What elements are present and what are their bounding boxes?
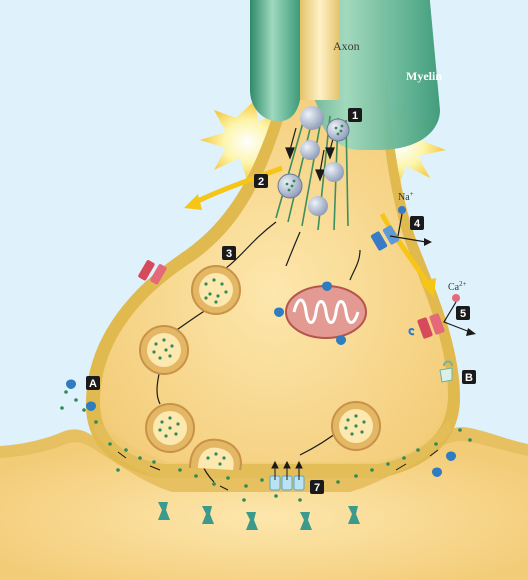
enzyme-icon (432, 467, 442, 477)
postsynaptic-receptor-icon (300, 512, 312, 530)
transport-vesicles (277, 106, 350, 216)
calcium-label: Ca2+ (448, 280, 467, 293)
myelin-label: Myelin (406, 69, 442, 83)
transport-vesicle (300, 140, 320, 160)
postsynaptic-receptor-icon (348, 506, 360, 524)
enzyme-icon (86, 401, 96, 411)
enzyme-icon (66, 379, 76, 389)
svg-text:A: A (89, 378, 97, 390)
synaptic-vesicle (191, 265, 241, 315)
postsynaptic-receptors (158, 502, 360, 530)
sodium-label: Na+ (398, 190, 414, 203)
transport-vesicle (277, 173, 303, 199)
synaptic-cleft (94, 420, 452, 478)
postsynaptic-receptor-icon (202, 506, 214, 524)
transport-vesicle (300, 106, 324, 130)
transport-vesicle (308, 196, 328, 216)
axon-label: Axon (333, 39, 360, 53)
step-marker-3: 3 (222, 246, 236, 260)
calcium-arrow (443, 301, 471, 333)
step-marker-4: 4 (410, 216, 424, 230)
svg-text:1: 1 (352, 110, 358, 122)
sodium-channel-icon (370, 225, 400, 251)
postsynaptic-receptor-icon (158, 502, 170, 520)
ion-channel-icon (138, 260, 167, 285)
step-marker-7: 7 (310, 480, 324, 494)
enzyme-icon (274, 281, 346, 345)
svg-text:4: 4 (414, 218, 421, 230)
mitochondrion (285, 285, 367, 339)
calcium-ion (452, 294, 460, 302)
step-marker-1: 1 (348, 108, 362, 122)
enzyme-icon (446, 451, 456, 461)
step-marker-2: 2 (254, 174, 268, 188)
vesicle-recycling-path (156, 221, 361, 483)
diffusion-arrows (117, 449, 439, 491)
svg-text:B: B (465, 372, 473, 384)
myelin-sheath-left (250, 0, 300, 122)
svg-text:3: 3 (226, 248, 232, 260)
marker-A: A (86, 376, 100, 390)
marker-B: B (462, 370, 476, 384)
autoreceptor-icon (439, 360, 453, 383)
axon-core (300, 0, 340, 100)
sodium-arrow (389, 213, 427, 243)
synaptic-vesicle (139, 325, 189, 375)
transport-vesicle (326, 118, 350, 142)
sodium-ion (398, 206, 406, 214)
current-flow-arrows (184, 165, 436, 298)
svg-text:5: 5 (460, 308, 466, 320)
postsynaptic-cytoplasm (0, 441, 528, 580)
svg-text:2: 2 (258, 176, 264, 188)
transport-vesicle (324, 162, 344, 182)
postsynaptic-receptor-icon (246, 512, 258, 530)
svg-text:7: 7 (314, 482, 320, 494)
extracellular-enzymes (66, 379, 456, 477)
calcium-channel-icon (408, 313, 445, 339)
synaptic-vesicles (139, 265, 381, 471)
reuptake-transporter-icon (269, 460, 305, 491)
step-marker-5: 5 (456, 306, 470, 320)
presynaptic-cytoplasm (100, 82, 448, 464)
